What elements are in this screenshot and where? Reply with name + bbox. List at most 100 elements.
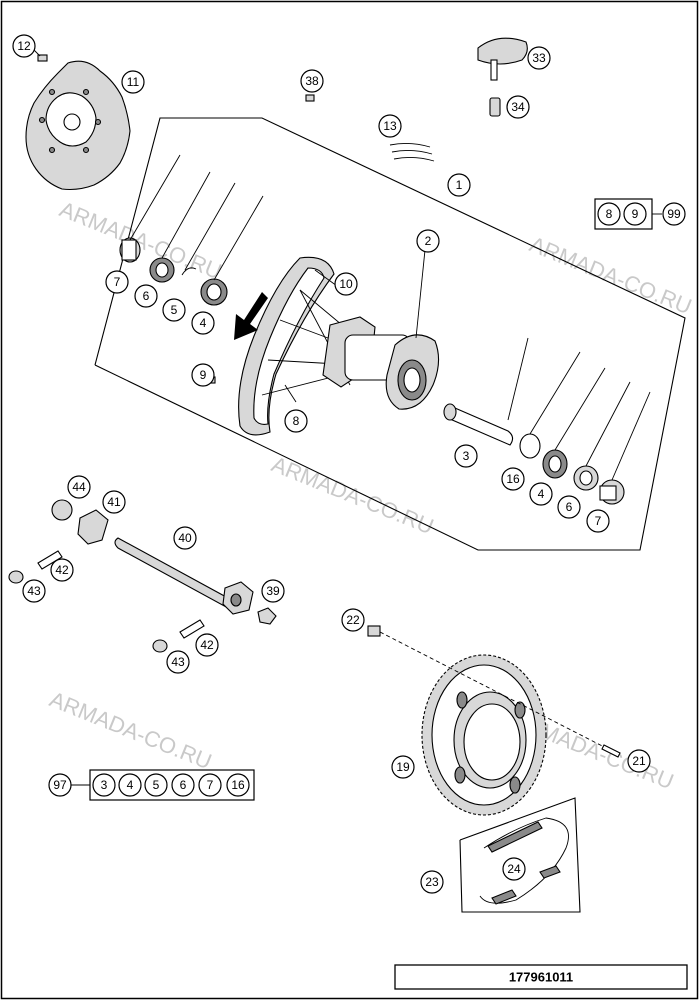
- rim-lock: [477, 37, 528, 117]
- callout-6-right: 6: [557, 495, 581, 519]
- watermark-2: ARMADA-CO.RU: [526, 231, 695, 319]
- hub: [322, 316, 440, 410]
- callout-34: 34: [506, 95, 530, 119]
- callout-24: 24: [502, 857, 526, 881]
- callout-43-left: 43: [22, 579, 46, 603]
- svg-text:22: 22: [346, 613, 360, 627]
- callout-7-left: 7: [105, 270, 129, 294]
- callout-38: 38: [300, 69, 324, 93]
- kit-97-item-2: 4: [127, 778, 134, 792]
- svg-text:41: 41: [107, 495, 121, 509]
- svg-text:7: 7: [114, 275, 121, 289]
- kit-97-item-3: 5: [153, 778, 160, 792]
- brake-disc: [25, 60, 131, 191]
- callout-16: 16: [501, 467, 525, 491]
- svg-text:24: 24: [507, 862, 521, 876]
- document-number-box: 177961011: [394, 964, 688, 990]
- svg-text:3: 3: [463, 449, 470, 463]
- sprocket-nut: [367, 625, 381, 637]
- callout-22: 22: [341, 608, 365, 632]
- kit-97-item-4: 6: [180, 778, 187, 792]
- watermark-3: ARMADA-CO.RU: [268, 451, 437, 539]
- kit-97-item-5: 7: [207, 778, 214, 792]
- svg-text:4: 4: [200, 316, 207, 330]
- svg-text:33: 33: [532, 51, 546, 65]
- callout-3: 3: [454, 444, 478, 468]
- callout-21: 21: [627, 749, 651, 773]
- small-plug: [305, 94, 315, 102]
- callout-1: 1: [447, 173, 471, 197]
- callout-10: 10: [334, 272, 358, 296]
- watermark-1: ARMADA-CO.RU: [56, 196, 225, 284]
- left-bearing-stack: [119, 237, 228, 306]
- svg-text:11: 11: [127, 75, 140, 89]
- rotation-direction-arrow-icon: [234, 292, 268, 340]
- callout-42-left: 42: [50, 558, 74, 582]
- svg-text:4: 4: [538, 487, 545, 501]
- svg-text:12: 12: [17, 39, 31, 53]
- svg-text:42: 42: [55, 563, 69, 577]
- svg-text:9: 9: [200, 368, 207, 382]
- callout-4-right: 4: [529, 482, 553, 506]
- callout-40: 40: [173, 526, 197, 550]
- callout-9: 9: [191, 363, 215, 387]
- adjuster-left: [8, 550, 63, 584]
- callout-42-right: 42: [195, 633, 219, 657]
- svg-text:2: 2: [425, 234, 432, 248]
- svg-text:44: 44: [72, 480, 86, 494]
- svg-text:8: 8: [293, 414, 300, 428]
- svg-text:10: 10: [339, 277, 353, 291]
- kit-97: 97 3 4 5 6 7 16: [48, 769, 255, 801]
- rim: [238, 256, 335, 436]
- svg-text:42: 42: [200, 638, 214, 652]
- sprocket: [421, 654, 547, 816]
- callout-44: 44: [67, 475, 91, 499]
- wheel-assembly-frame: [94, 117, 686, 551]
- svg-text:21: 21: [632, 754, 646, 768]
- callout-13: 13: [378, 114, 402, 138]
- svg-text:6: 6: [566, 500, 573, 514]
- svg-text:43: 43: [27, 584, 41, 598]
- callout-12: 12: [12, 34, 36, 58]
- callout-6-left: 6: [134, 284, 158, 308]
- svg-text:23: 23: [425, 875, 439, 889]
- callout-4-left: 4: [191, 311, 215, 335]
- kit-99-label: 99: [667, 207, 681, 221]
- svg-text:40: 40: [178, 531, 192, 545]
- callout-7-right: 7: [586, 509, 610, 533]
- svg-text:6: 6: [143, 289, 150, 303]
- watermark-4: ARMADA-CO.RU: [46, 686, 215, 774]
- svg-text:38: 38: [305, 74, 319, 88]
- callout-43-right: 43: [166, 650, 190, 674]
- callout-5: 5: [162, 298, 186, 322]
- svg-text:13: 13: [383, 119, 397, 133]
- callout-2: 2: [416, 229, 440, 253]
- axle-assembly: [51, 499, 277, 625]
- callout-41: 41: [102, 490, 126, 514]
- callout-19: 19: [391, 755, 415, 779]
- kit-97-item-6: 16: [231, 778, 245, 792]
- svg-text:7: 7: [595, 514, 602, 528]
- callout-8: 8: [284, 409, 308, 433]
- svg-text:39: 39: [266, 584, 280, 598]
- callout-11: 11: [121, 70, 145, 94]
- svg-text:16: 16: [506, 472, 520, 486]
- cable-strap: [389, 142, 435, 162]
- kit-99-item-1: 8: [606, 207, 613, 221]
- svg-text:43: 43: [171, 655, 185, 669]
- adjuster-right: [152, 619, 205, 653]
- kit-97-item-1: 3: [101, 778, 108, 792]
- kit-99-item-2: 9: [632, 207, 639, 221]
- svg-text:19: 19: [396, 760, 410, 774]
- svg-text:1: 1: [456, 178, 463, 192]
- svg-text:5: 5: [171, 303, 178, 317]
- chain-box: [459, 797, 581, 913]
- svg-text:34: 34: [511, 100, 525, 114]
- sprocket-bolt: [601, 744, 621, 758]
- callout-23: 23: [420, 870, 444, 894]
- kit-99: 8 9 99: [594, 198, 686, 230]
- right-spacer-stack: [443, 403, 625, 505]
- disc-bolt: [33, 49, 48, 62]
